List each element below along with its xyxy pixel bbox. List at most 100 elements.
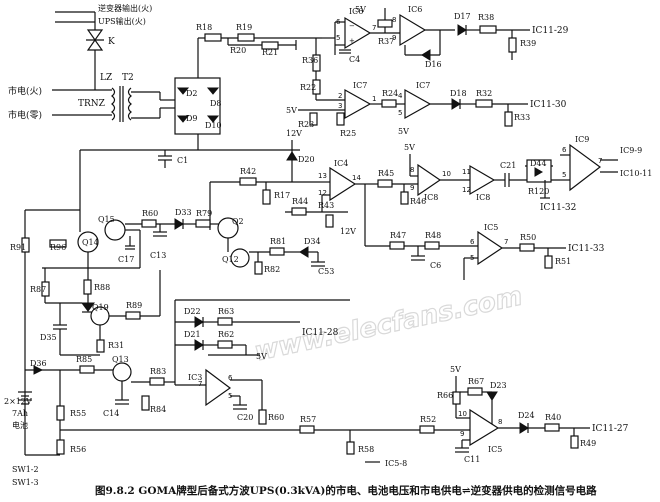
ic7a-pin-3: 3 <box>338 102 342 110</box>
label-r52: R52 <box>420 415 436 424</box>
ic8a-pin-8: 8 <box>410 166 414 174</box>
transformer-primary <box>111 87 116 121</box>
label-c4: C4 <box>349 55 360 64</box>
label-r37: R37 <box>378 37 394 46</box>
label-r88: R88 <box>94 283 110 292</box>
ic8b-pin-11: 11 <box>462 168 471 176</box>
label-r25: R25 <box>340 129 356 138</box>
output-ic9-9: IC9-9 <box>620 146 642 155</box>
label-c6: C6 <box>430 261 441 270</box>
ic5b-comparator <box>469 408 500 447</box>
resistor-r22 <box>312 79 321 95</box>
label-r96: R96 <box>50 243 66 252</box>
mains-live-label: 市电(火) <box>8 85 42 97</box>
diode-d2 <box>176 87 190 95</box>
resistor-r45 <box>377 179 393 188</box>
output-ic11-30: IC11-30 <box>530 100 567 110</box>
resistor-r17 <box>262 189 271 205</box>
ic6-chain: R18 R19 R20 R21 R36 C4 6 5 7 − + 5V R37 <box>196 5 569 80</box>
transformer-secondary <box>127 87 132 121</box>
diode-d34 <box>299 246 309 258</box>
label-d18: D18 <box>450 89 467 98</box>
label-r24: R24 <box>382 89 398 98</box>
label-r66: R66 <box>437 391 453 400</box>
mains-input-section: 市电(火) 市电(零) TRNZ T2 <box>8 72 161 122</box>
label-r38: R38 <box>478 13 494 22</box>
diode-d22 <box>194 316 204 328</box>
output-ic11-28: IC11-28 <box>302 328 339 338</box>
diode-d10 <box>206 115 220 123</box>
label-r51: R51 <box>555 257 571 266</box>
resistor-r37-top <box>377 19 393 28</box>
supply-5v-ic3: 5V <box>256 352 267 361</box>
ic6b-pin-9: 9 <box>392 34 396 42</box>
label-c20: C20 <box>237 413 253 422</box>
relay-k-label: K <box>108 37 115 47</box>
ic8b-label: IC8 <box>476 193 490 202</box>
ic5b-label: IC5 <box>488 445 502 454</box>
label-d16: D16 <box>425 60 442 69</box>
label-r19: R19 <box>236 23 252 32</box>
resistor-r48 <box>424 241 440 250</box>
output-ic11-27: IC11-27 <box>592 424 629 434</box>
transistor-q13 <box>112 362 132 382</box>
relay-k-symbol-lower <box>86 38 104 51</box>
diode-d16 <box>421 49 431 61</box>
ic5a-pin-6: 6 <box>470 238 475 246</box>
resistor-r55 <box>56 405 65 421</box>
ic4-comparator <box>329 166 357 202</box>
supply-5v-ic5b: 5V <box>450 365 461 374</box>
label-r46: R46 <box>410 197 426 206</box>
ic7b-label: IC7 <box>416 81 430 90</box>
ic3-pin-6: 6 <box>228 374 233 382</box>
resistor-r96 <box>49 239 67 248</box>
ic5a-comparator <box>477 230 504 266</box>
resistor-r60-bottom <box>258 409 267 425</box>
zener-diode <box>81 302 95 312</box>
resistor-r51 <box>544 255 553 269</box>
lz-label: LZ <box>100 73 112 83</box>
ic8a-pin-10: 10 <box>442 170 451 178</box>
label-r49: R49 <box>580 439 596 448</box>
supply-5v-ic8: 5V <box>404 143 415 152</box>
ic4-pin-13: 13 <box>318 172 327 180</box>
resistor-r58 <box>346 441 355 455</box>
label-q2: Q2 <box>232 217 244 226</box>
battery-capacity: 7Ah <box>12 409 28 418</box>
label-d24: D24 <box>518 411 535 420</box>
ic3-comparator <box>205 368 232 407</box>
resistor-r66 <box>452 391 461 405</box>
label-c53: C53 <box>318 267 334 276</box>
label-q15: Q15 <box>98 215 115 224</box>
trn-label: TRNZ <box>78 99 105 109</box>
resistor-r85 <box>79 365 95 374</box>
battery-section: D36 R85 Q13 R83 C14 R84 2×12V 7Ah 电池 R55… <box>4 355 300 487</box>
label-d21: D21 <box>184 330 201 339</box>
label-c21: C21 <box>500 161 516 170</box>
diode-d17 <box>457 24 467 36</box>
resistor-r38 <box>479 25 497 34</box>
resistor-r18 <box>204 33 222 42</box>
label-r87: R87 <box>30 285 46 294</box>
label-r47: R47 <box>390 231 406 240</box>
label-r58: R58 <box>358 445 374 454</box>
ic7a-label: IC7 <box>353 81 367 90</box>
relay-k-symbol-upper <box>86 29 104 42</box>
label-c1: C1 <box>177 156 188 165</box>
label-r62: R62 <box>218 330 234 339</box>
output-ic10-11: IC10-11 <box>620 169 652 178</box>
ic7a-comparator <box>344 88 372 120</box>
ic5b-pin-10: 10 <box>458 410 467 418</box>
diode-d44 <box>534 167 544 177</box>
label-r40: R40 <box>545 413 561 422</box>
diode-d8 <box>206 87 220 95</box>
diode-d36 <box>33 365 44 375</box>
resistor-r40 <box>544 423 560 432</box>
resistor-r42 <box>239 177 257 186</box>
label-r32: R32 <box>476 89 492 98</box>
output-ic11-29: IC11-29 <box>532 26 569 36</box>
ic8a-label: IC8 <box>424 193 438 202</box>
ic6a-minus-sign: − <box>349 22 355 30</box>
ic6a-plus-sign: + <box>349 37 355 45</box>
